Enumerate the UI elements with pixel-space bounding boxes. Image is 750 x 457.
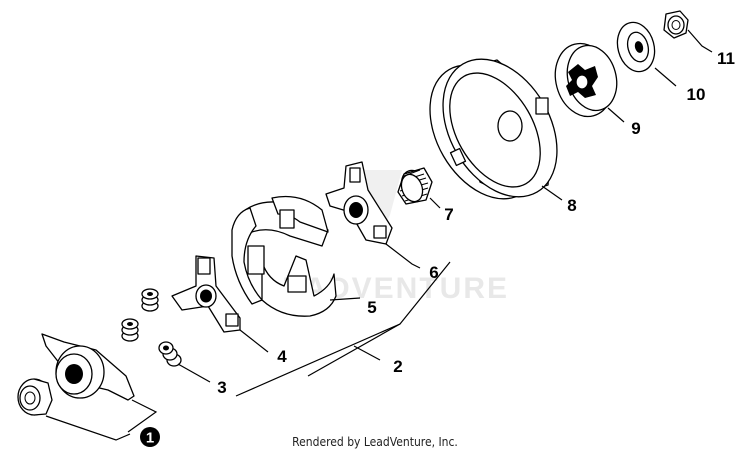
leader-lines	[45, 29, 713, 441]
render-credit: Rendered by LeadVenture, Inc.	[292, 435, 458, 449]
washer-part[interactable]	[612, 18, 660, 76]
callout-1-badge	[140, 427, 160, 447]
spring-lower	[158, 341, 182, 367]
clutch-springs-part[interactable]	[121, 288, 182, 367]
callout-3: 3	[217, 378, 226, 397]
callout-2: 2	[393, 357, 402, 376]
clutch-hub-rear-part[interactable]	[325, 161, 393, 245]
callout-1: 1	[146, 430, 154, 447]
clutch-hub-front-part[interactable]	[171, 255, 241, 333]
sprocket-part[interactable]	[547, 37, 623, 123]
clutch-shoes-part[interactable]	[231, 195, 337, 317]
clutch-drum-part[interactable]	[407, 39, 580, 218]
spring-upper	[141, 288, 159, 312]
callout-8: 8	[567, 196, 576, 215]
callout-11: 11	[717, 49, 735, 68]
needle-bearing-part[interactable]	[397, 167, 433, 205]
callout-10: 10	[687, 85, 706, 104]
callout-labels: 1 2 3 4 5 6 7 8 9 10 11	[140, 49, 735, 447]
bushing-assembly-part[interactable]	[17, 333, 135, 416]
callout-7: 7	[444, 205, 453, 224]
hex-nut-part[interactable]	[663, 10, 689, 39]
callout-6: 6	[429, 263, 438, 282]
callout-9: 9	[631, 119, 640, 138]
callout-5: 5	[367, 298, 376, 317]
spring-middle	[121, 318, 139, 342]
callout-4: 4	[277, 347, 287, 366]
